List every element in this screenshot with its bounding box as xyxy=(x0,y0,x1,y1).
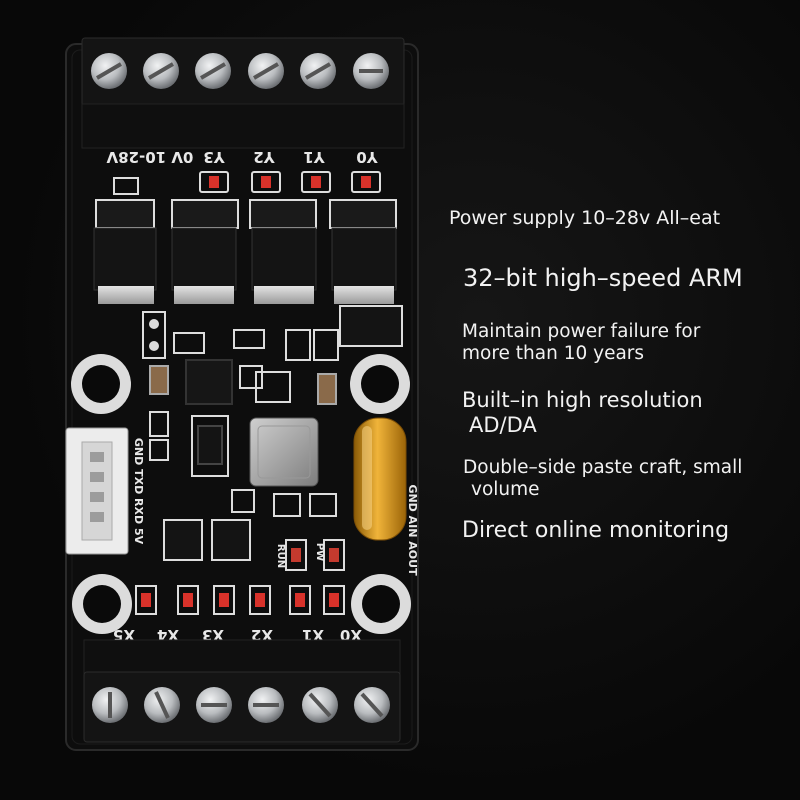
serial-connector xyxy=(65,427,129,555)
backup-capacitor xyxy=(353,417,407,541)
label-voltage: 0V 10-28V xyxy=(106,148,193,166)
top-terminal-block xyxy=(81,37,405,149)
feature-double-side: Double–side paste craft, small volume xyxy=(463,457,742,501)
feature-double-side-line1: Double–side paste craft, small xyxy=(463,457,743,478)
input-leds xyxy=(135,585,345,615)
feature-ad-da-line2: AD/DA xyxy=(469,412,537,437)
mid-components xyxy=(142,305,403,561)
label-y0: Y0 xyxy=(356,148,378,166)
feature-power-retention: Maintain power failure for more than 10 … xyxy=(462,321,700,365)
top-screws xyxy=(91,53,389,89)
label-analog: GND AIN AOUT xyxy=(406,484,419,576)
label-y1: Y1 xyxy=(303,148,325,166)
output-leds xyxy=(113,171,381,195)
feature-arm: 32–bit high–speed ARM xyxy=(463,264,743,292)
feature-power-retention-line2: more than 10 years xyxy=(462,342,645,364)
feature-power-retention-line1: Maintain power failure for xyxy=(462,321,701,342)
label-pw: PW xyxy=(314,543,325,561)
feature-double-side-line2: volume xyxy=(471,478,540,500)
feature-ad-da-line1: Built–in high resolution xyxy=(462,388,703,412)
mounting-holes xyxy=(71,354,411,634)
label-y3: Y3 xyxy=(203,148,225,166)
mosfets xyxy=(93,199,397,304)
feature-ad-da: Built–in high resolution AD/DA xyxy=(462,388,703,438)
inductor xyxy=(249,417,319,487)
label-y2: Y2 xyxy=(253,148,275,166)
bottom-terminal-block xyxy=(83,639,401,743)
feature-power-supply: Power supply 10–28v All–eat xyxy=(449,207,721,229)
feature-online-monitoring: Direct online monitoring xyxy=(462,518,730,543)
bottom-screws xyxy=(92,687,390,723)
label-run: RUN xyxy=(275,544,286,568)
label-serial: GND TXD RXD 5V xyxy=(132,438,145,545)
status-leds xyxy=(285,539,345,571)
